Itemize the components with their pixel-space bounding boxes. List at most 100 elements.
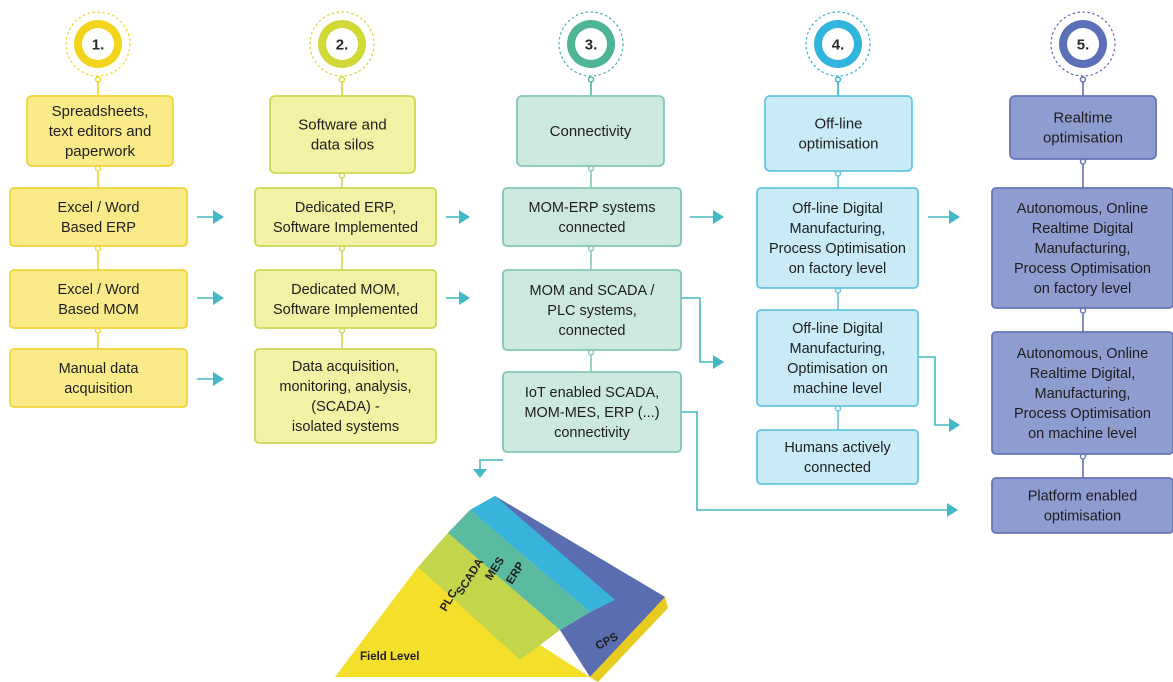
step-5-header-line: Realtime — [1053, 110, 1112, 127]
header-box-frame — [269, 95, 416, 174]
item-box-frame — [502, 269, 682, 351]
step-5-item-line: Manufacturing, — [1035, 241, 1131, 257]
step-1-item-line: Based MOM — [58, 302, 139, 318]
step-5-item-line: Manufacturing, — [1035, 386, 1131, 402]
pyramid-plc-face — [418, 533, 560, 660]
step-2-header-line: data silos — [311, 137, 374, 154]
arrow-head-icon — [713, 210, 724, 224]
step-4-header-line: optimisation — [798, 136, 878, 153]
arrow-head-icon — [713, 355, 724, 369]
step-3-badge-number: 3. — [585, 37, 598, 54]
step-1-header-box: Spreadsheets, text editors and paperwork — [26, 95, 174, 167]
connector-dot — [834, 76, 842, 83]
step-5-item-line: on factory level — [1034, 281, 1132, 297]
header-box-frame — [516, 95, 665, 167]
item-box-frame — [991, 331, 1173, 455]
pyramid-mes-face — [470, 496, 615, 612]
arrow-path — [681, 411, 948, 511]
boxes-layer: Spreadsheets, text editors and paperworkEx… — [9, 95, 1173, 534]
step-3-item-line: connected — [559, 220, 626, 236]
item-box-frame — [254, 269, 437, 329]
step-3-item-line: connectivity — [554, 425, 631, 441]
step-4-item-line: Manufacturing, — [790, 221, 886, 237]
step-2-badge-number: 2. — [336, 37, 349, 54]
step-2-item-line: Software Implemented — [273, 220, 418, 236]
arrow-head-icon — [947, 503, 958, 517]
step-3-item-line: IoT enabled SCADA, — [525, 385, 659, 401]
step-2-header-line: Software and — [298, 117, 386, 134]
badge-center — [326, 28, 358, 60]
step-2-item-3: Data acquisition,monitoring, analysis,(S… — [254, 348, 437, 444]
item-box-frame — [756, 187, 919, 289]
step-4-item-3: Humans actively connected — [756, 429, 919, 485]
step-4-item-line: Manufacturing, — [790, 341, 886, 357]
connector-dot — [338, 76, 346, 83]
step-2-header-box: Software and data silos — [269, 95, 416, 174]
item-box-frame — [756, 429, 919, 485]
step-1-item-line: Excel / Word — [58, 200, 140, 216]
step-1-item-line: acquisition — [64, 381, 133, 397]
arrow-path — [479, 459, 503, 470]
step-5-item-line: Platform enabled — [1028, 489, 1138, 505]
badge-center — [82, 28, 114, 60]
step-4-header-line: Off-line — [814, 116, 862, 133]
header-box-frame — [26, 95, 174, 167]
item-box-frame — [9, 348, 188, 408]
step-3-item-line: PLC systems, — [547, 303, 636, 319]
connector-dot — [94, 76, 102, 83]
step-3-header-box: Connectivity — [516, 95, 665, 167]
step-2-item-line: Data acquisition, — [292, 359, 399, 375]
step-1-badge-number: 1. — [92, 37, 105, 54]
step-1-badge: 1. — [65, 11, 131, 77]
step-5-item-line: Process Optimisation — [1014, 261, 1151, 277]
pyramid-base-strip — [590, 597, 668, 682]
step-5-item-line: optimisation — [1044, 509, 1121, 525]
step-1-header-line: paperwork — [65, 143, 136, 160]
header-box-frame — [764, 95, 913, 172]
step-2-item-line: Software Implemented — [273, 302, 418, 318]
step-2-item-line: monitoring, analysis, — [279, 379, 411, 395]
badge-ring — [558, 11, 624, 77]
step-1-header-line: Spreadsheets, — [52, 103, 149, 120]
step-4-item-line: Humans actively — [784, 440, 891, 456]
arrow-head-icon — [213, 291, 224, 305]
arrow-head-icon — [949, 418, 960, 432]
step-2-badge: 2. — [309, 11, 375, 77]
step-5-item-line: Process Optimisation — [1014, 406, 1151, 422]
step-4-item-line: connected — [804, 460, 871, 476]
step-5-item-line: Realtime Digital, — [1030, 366, 1136, 382]
step-2-item-2: Dedicated MOM, Software Implemented — [254, 269, 437, 329]
connectors-layer — [94, 76, 1087, 517]
item-box-frame — [502, 371, 682, 453]
arrow-head-icon — [473, 469, 487, 478]
step-5-badge-number: 5. — [1077, 37, 1090, 54]
badge-ring — [1050, 11, 1116, 77]
connector-dot — [1079, 76, 1087, 83]
step-5-header-box: Realtime optimisation — [1009, 95, 1157, 160]
badge-ring — [65, 11, 131, 77]
arrow-head-icon — [949, 210, 960, 224]
step-4-item-line: Process Optimisation — [769, 241, 906, 257]
step-1-item-line: Excel / Word — [58, 282, 140, 298]
step-3-item-3: IoT enabled SCADA,MOM-MES, ERP (...)conn… — [502, 371, 682, 453]
step-5-header-line: optimisation — [1043, 130, 1123, 147]
step-2-item-line: Dedicated MOM, — [291, 282, 400, 298]
item-box-frame — [991, 477, 1173, 534]
item-box-frame — [991, 187, 1173, 309]
item-box-frame — [502, 187, 682, 247]
step-5-item-line: Autonomous, Online — [1017, 201, 1148, 217]
arrow-path — [681, 297, 714, 363]
step-3-item-2: MOM and SCADA /PLC systems,connected — [502, 269, 682, 351]
step-1-header-line: text editors and — [49, 123, 152, 140]
step-3-header-line: Connectivity — [550, 123, 632, 140]
step-4-badge-number: 4. — [832, 37, 845, 54]
pyramid-field-face — [335, 567, 590, 677]
step-3-badge: 3. — [558, 11, 624, 77]
arrow-head-icon — [459, 291, 470, 305]
step-4-item-2: Off-line DigitalManufacturing,Optimisati… — [756, 309, 919, 407]
